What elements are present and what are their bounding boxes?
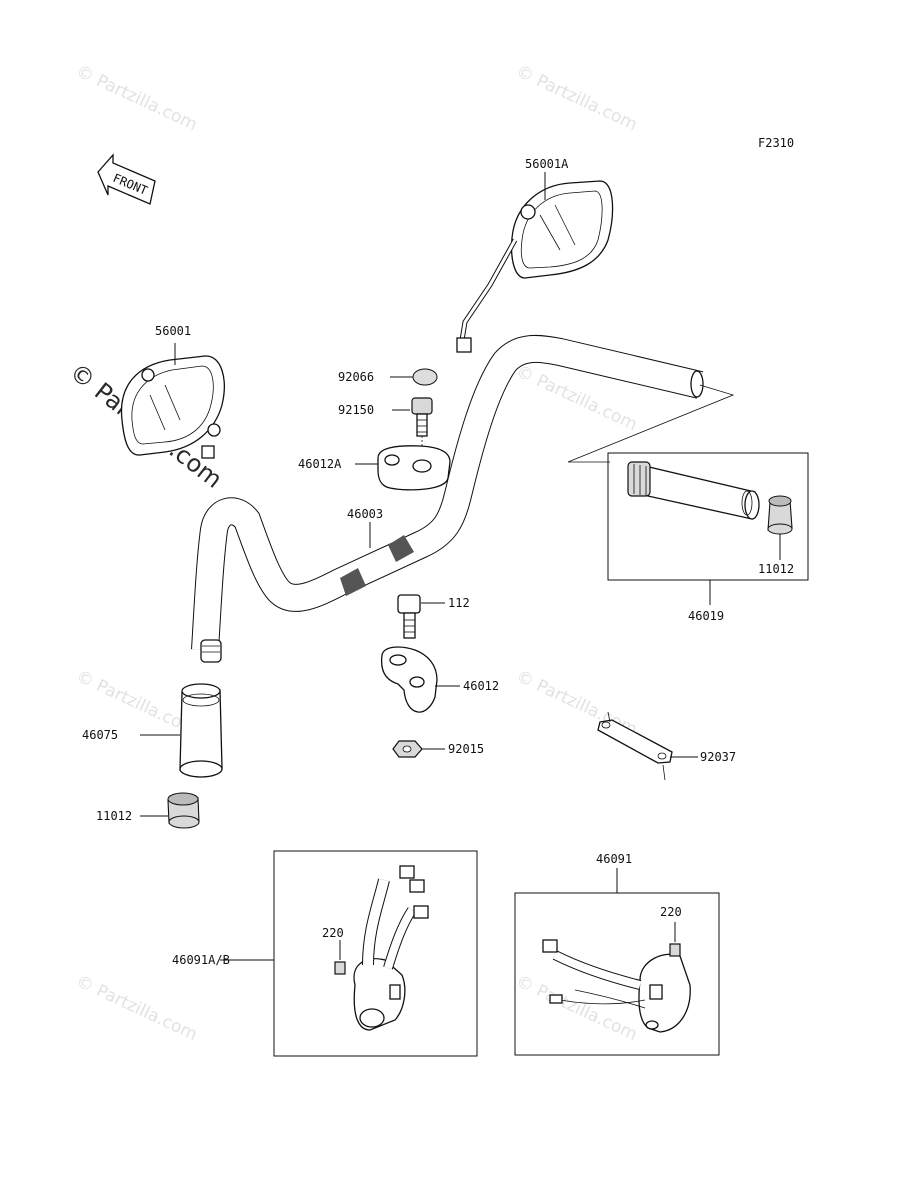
bolt-92150: 92150 [338, 397, 433, 450]
part-label-46003: 46003 [347, 507, 383, 521]
cap-11012-left: 11012 [96, 792, 200, 829]
part-label-92150: 92150 [338, 403, 374, 417]
switch-assembly-46091: 46091 220 [514, 852, 720, 1056]
part-label-56001A: 56001A [525, 157, 569, 171]
label-46003-group: 46003 [347, 507, 383, 548]
part-label-112: 112 [448, 596, 470, 610]
part-label-11012-right: 11012 [758, 562, 794, 576]
throttle-grip-46019: 11012 46019 [567, 384, 809, 623]
part-label-92066: 92066 [338, 370, 374, 384]
mirror-56001A: 56001A [456, 157, 614, 353]
grip-46075: 46075 [82, 683, 223, 778]
watermark: © Partzilla.com [73, 61, 200, 135]
part-label-46091AB: 46091A/B [172, 953, 230, 967]
holder-46012A: 46012A [298, 445, 451, 491]
part-label-11012-left: 11012 [96, 809, 132, 823]
part-label-92037: 92037 [700, 750, 736, 764]
diagram-code: F2310 [758, 136, 794, 150]
handlebar-46003 [191, 334, 704, 663]
cap-92066: 92066 [338, 368, 438, 386]
part-label-46019: 46019 [688, 609, 724, 623]
switch-assembly-46091AB: 46091A/B 220 [172, 850, 478, 1057]
part-label-92015: 92015 [448, 742, 484, 756]
part-label-220-left: 220 [322, 926, 344, 940]
part-label-46012: 46012 [463, 679, 499, 693]
watermark: © Partzilla.com [73, 971, 200, 1045]
part-label-46075: 46075 [82, 728, 118, 742]
part-label-46012A: 46012A [298, 457, 342, 471]
part-label-46091: 46091 [596, 852, 632, 866]
watermark: © Partzilla.com [513, 61, 640, 135]
nut-92015: 92015 [392, 740, 484, 758]
front-arrow-icon: FRONT [97, 153, 156, 205]
part-label-220-right: 220 [660, 905, 682, 919]
holder-46012: 46012 [380, 646, 499, 713]
bolt-112: 112 [397, 594, 470, 639]
part-label-56001: 56001 [155, 324, 191, 338]
mirror-56001: 56001 [120, 324, 225, 459]
clamp-92037: 92037 [597, 711, 736, 781]
